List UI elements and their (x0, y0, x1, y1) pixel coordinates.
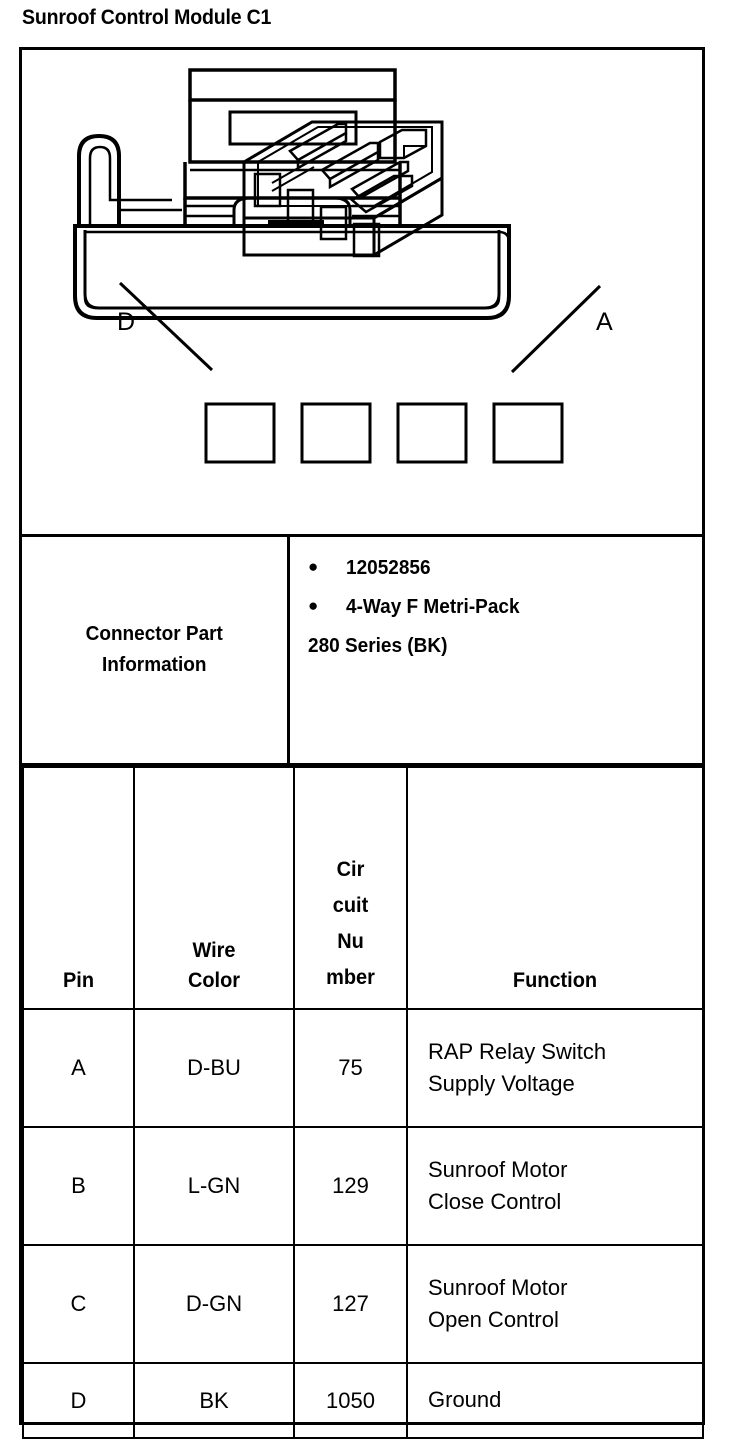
table-row: B L-GN 129 Sunroof Motor Close Control (22, 1126, 704, 1246)
cell-pin: C (22, 1244, 135, 1364)
cell-function: RAP Relay Switch Supply Voltage (406, 1008, 704, 1128)
header-circuit-number: Cir cuit Nu mber (293, 766, 408, 1010)
header-wire-color-line-1: Wire (192, 939, 236, 963)
header-wire-color: Wire Color (133, 766, 295, 1010)
connector-isometric-view (242, 120, 444, 258)
connector-spec-frame: D A Connector Part Information ● 1205285… (19, 47, 705, 1439)
part-description-value: 4-Way F Metri-Pack (346, 596, 520, 618)
cell-circuit-number: 127 (293, 1244, 408, 1364)
header-pin-label: Pin (62, 969, 95, 993)
connector-front-face-view (73, 68, 602, 464)
cell-function-line-1: Sunroof Motor (428, 1156, 568, 1182)
header-circuit-number-line-2: cuit (332, 893, 369, 917)
header-pin: Pin (22, 766, 135, 1010)
cell-pin: A (22, 1008, 135, 1128)
info-label-line-2: Information (102, 654, 207, 676)
callout-label-d: D (117, 308, 136, 336)
cell-function: Sunroof Motor Open Control (406, 1244, 704, 1364)
connector-part-information-values: ● 12052856 ● 4-Way F Metri-Pack 280 Seri… (290, 537, 702, 763)
cell-wire-color: BK (133, 1362, 295, 1439)
cell-function: Sunroof Motor Close Control (406, 1126, 704, 1246)
part-number-value: 12052856 (346, 557, 431, 579)
cell-wire-color: D-BU (133, 1008, 295, 1128)
bullet-dot-icon: ● (308, 557, 319, 576)
cell-function-line-2: Open Control (428, 1307, 559, 1332)
pin-table: Pin Wire Color Cir cuit Nu mber (22, 766, 704, 1439)
cell-pin: B (22, 1126, 135, 1246)
cell-circuit-number: 75 (293, 1008, 408, 1128)
page-title: Sunroof Control Module C1 (22, 6, 272, 29)
part-bullet-item: ● 12052856 (308, 558, 692, 578)
cell-pin: D (22, 1362, 135, 1439)
header-wire-color-line-2: Color (187, 969, 241, 993)
cell-function-line-1: Ground (428, 1387, 502, 1413)
info-label-line-1: Connector Part (85, 623, 224, 645)
cell-function-line-2: Close Control (428, 1189, 562, 1214)
cell-circuit-number: 1050 (293, 1362, 408, 1439)
header-function-label: Function (512, 969, 598, 993)
table-row: A D-BU 75 RAP Relay Switch Supply Voltag… (22, 1008, 704, 1128)
connector-illustration-cell: D A (22, 50, 702, 537)
table-row: D BK 1050 Ground (22, 1362, 704, 1439)
cell-function-line-2: Supply Voltage (428, 1071, 575, 1096)
cell-function-line-1: RAP Relay Switch (428, 1038, 607, 1064)
cell-wire-color: D-GN (133, 1244, 295, 1364)
cell-function: Ground (406, 1362, 704, 1439)
connector-part-information-row: Connector Part Information ● 12052856 ● … (22, 537, 702, 766)
part-description-continuation: 280 Series (BK) (308, 635, 448, 657)
table-row: C D-GN 127 Sunroof Motor Open Control (22, 1244, 704, 1364)
header-circuit-number-line-4: mber (326, 965, 375, 989)
connector-part-information-label: Connector Part Information (22, 537, 290, 763)
header-circuit-number-line-3: Nu (337, 929, 364, 953)
cell-function-line-1: Sunroof Motor (428, 1274, 568, 1300)
table-header-row: Pin Wire Color Cir cuit Nu mber (22, 766, 704, 1010)
header-circuit-number-line-1: Cir (336, 857, 365, 881)
bullet-dot-icon: ● (308, 596, 319, 615)
connector-drawing (73, 68, 602, 464)
part-bullet-item: ● 4-Way F Metri-Pack (308, 597, 692, 617)
cell-circuit-number: 129 (293, 1126, 408, 1246)
callout-label-a: A (596, 308, 613, 336)
cell-wire-color: L-GN (133, 1126, 295, 1246)
header-function: Function (406, 766, 704, 1010)
